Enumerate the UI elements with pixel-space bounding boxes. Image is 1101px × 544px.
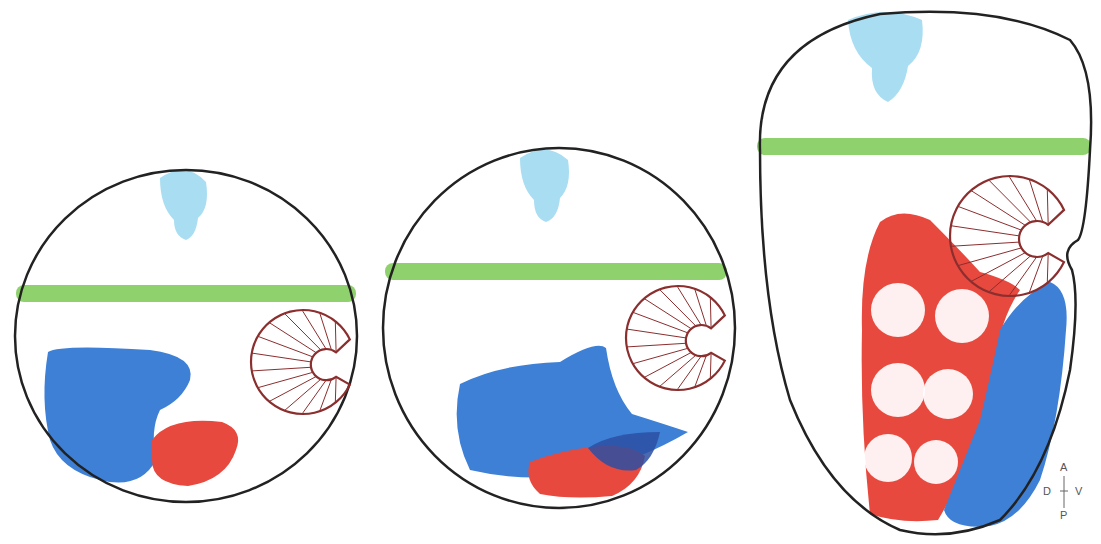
radial-line (633, 348, 688, 363)
stomodeum (251, 310, 350, 414)
radial-line (710, 297, 712, 328)
stomodeum-outline (251, 310, 350, 414)
radial-line (971, 190, 1025, 225)
stomodeum (626, 286, 725, 390)
overlap-domain (588, 432, 660, 471)
radial-line (335, 377, 337, 403)
stomodeum-outline (626, 286, 725, 390)
radial-line (302, 310, 326, 349)
radial-line (951, 226, 1019, 236)
radial-line (335, 321, 337, 352)
embryo-stage-3 (757, 12, 1091, 534)
axis-line (1060, 491, 1068, 492)
embryo-stage-2 (383, 148, 735, 508)
embryo-outline (383, 148, 735, 508)
radial-line (627, 343, 686, 347)
axis-compass (1060, 476, 1068, 508)
red-domain (152, 421, 238, 486)
radial-line (269, 376, 316, 401)
blue-domain (944, 282, 1067, 527)
cell-cluster (871, 363, 925, 417)
radial-line (710, 353, 712, 379)
radial-line (958, 248, 1022, 266)
axis-label: V (1075, 485, 1082, 497)
cell-cluster (871, 283, 925, 337)
axis-label: A (1060, 461, 1067, 473)
radial-line (951, 242, 1019, 246)
green-band (385, 263, 727, 280)
radial-line (258, 336, 313, 357)
embryo-stage-1 (15, 170, 357, 502)
cell-cluster (935, 289, 989, 343)
green-band (757, 138, 1091, 155)
embryo-outline (760, 12, 1091, 534)
stomodeum-outline (950, 176, 1064, 296)
radial-line (258, 372, 313, 387)
radial-line (677, 286, 701, 325)
radial-line (627, 329, 686, 338)
radial-line (252, 367, 311, 371)
cell-cluster (914, 440, 958, 484)
radial-line (958, 206, 1022, 230)
embryo-outline (15, 170, 357, 502)
radial-line (1047, 253, 1049, 283)
radial-line (252, 353, 311, 362)
radial-line (644, 352, 691, 377)
stomodeum (950, 176, 1064, 296)
axis-line (1064, 476, 1065, 508)
axis-label: P (1060, 509, 1067, 521)
cell-cluster (923, 369, 973, 419)
green-band (16, 285, 356, 302)
axis-label: D (1043, 485, 1051, 497)
apical-organ (848, 12, 923, 102)
radial-line (1009, 176, 1037, 221)
stomodeum-group (251, 176, 1064, 414)
radial-line (633, 312, 688, 333)
radial-line (1047, 189, 1049, 225)
apical-organ (160, 170, 207, 240)
cell-cluster (864, 434, 912, 482)
apical-organ (520, 149, 569, 222)
radial-line (971, 253, 1025, 282)
